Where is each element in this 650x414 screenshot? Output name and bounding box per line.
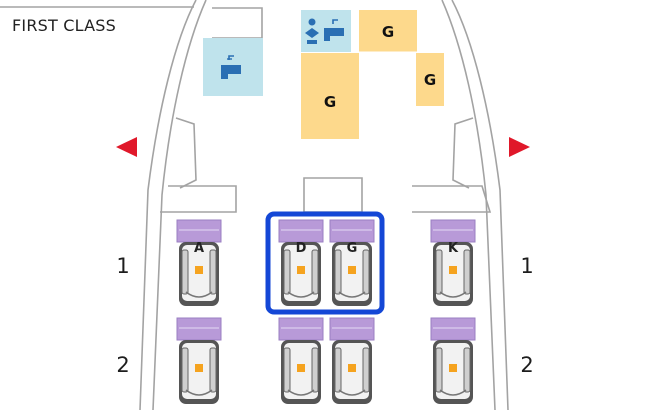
seat-2G[interactable] <box>329 317 375 404</box>
seat-footrest <box>439 389 467 396</box>
seat-headrest <box>329 317 375 341</box>
cabin-class-label: FIRST CLASS <box>12 16 116 35</box>
seat-footrest <box>185 291 213 298</box>
selected-seats-highlight <box>265 211 385 315</box>
seat-status-indicator <box>195 266 203 274</box>
seat-letter-label: G <box>347 241 358 256</box>
seat-headrest <box>176 317 222 341</box>
seat-armrest-right <box>463 249 471 295</box>
exit-arrow-icon <box>509 137 530 157</box>
seat-headrest <box>176 219 222 243</box>
seat-headrest <box>430 317 476 341</box>
row-number-right-1: 1 <box>520 254 534 278</box>
seat-letter-label: K <box>448 241 459 256</box>
seat-status-indicator <box>449 266 457 274</box>
seat-armrest-right <box>362 347 370 393</box>
exit-arrow-icon <box>116 137 137 157</box>
seat-1G[interactable]: G <box>329 219 375 306</box>
seat-status-indicator <box>297 364 305 372</box>
seat-1D[interactable]: D <box>278 219 324 306</box>
seat-1A[interactable]: A <box>176 219 222 306</box>
row-number-left-1: 1 <box>116 254 130 278</box>
seat-armrest-left <box>435 249 443 295</box>
seat-2K[interactable] <box>430 317 476 404</box>
galley-3-label: G <box>424 71 436 89</box>
seat-headrest <box>430 219 476 243</box>
seat-armrest-left <box>181 249 189 295</box>
seat-status-indicator <box>297 266 305 274</box>
seat-2D[interactable] <box>278 317 324 404</box>
seat-headrest <box>329 219 375 243</box>
seat-headrest <box>278 317 324 341</box>
seat-armrest-right <box>311 347 319 393</box>
seat-armrest-left <box>181 347 189 393</box>
lavatory-sink-icon <box>324 19 344 41</box>
seat-armrest-left <box>283 347 291 393</box>
seat-status-indicator <box>449 364 457 372</box>
seat-armrest-right <box>463 347 471 393</box>
seat-armrest-right <box>209 347 217 393</box>
galley-2-label: G <box>324 93 336 111</box>
seat-armrest-left <box>283 249 291 295</box>
seat-armrest-left <box>334 249 342 295</box>
seat-letter-label: D <box>296 241 307 256</box>
seat-headrest <box>278 219 324 243</box>
seat-footrest <box>287 389 315 396</box>
fuselage-outline <box>0 0 509 411</box>
seat-footrest <box>287 291 315 298</box>
seat-footrest <box>185 389 213 396</box>
seat-footrest <box>338 389 366 396</box>
seat-armrest-right <box>362 249 370 295</box>
seat-armrest-left <box>435 347 443 393</box>
seat-status-indicator <box>195 364 203 372</box>
lavatory-sink-icon <box>221 55 241 79</box>
galley-1[interactable] <box>359 10 417 52</box>
seat-letter-label: A <box>194 241 204 256</box>
row-number-right-2: 2 <box>520 353 534 377</box>
row-number-left-2: 2 <box>116 353 130 377</box>
seat-2A[interactable] <box>176 317 222 404</box>
seat-status-indicator <box>348 266 356 274</box>
seat-armrest-left <box>334 347 342 393</box>
seat-status-indicator <box>348 364 356 372</box>
seat-armrest-right <box>311 249 319 295</box>
galley-3[interactable] <box>416 53 444 106</box>
galley-1-label: G <box>382 23 394 41</box>
seat-armrest-right <box>209 249 217 295</box>
seat-footrest <box>439 291 467 298</box>
galley-2[interactable] <box>301 53 359 139</box>
seat-footrest <box>338 291 366 298</box>
baby-changing-icon <box>305 18 319 44</box>
seat-1K[interactable]: K <box>430 219 476 306</box>
